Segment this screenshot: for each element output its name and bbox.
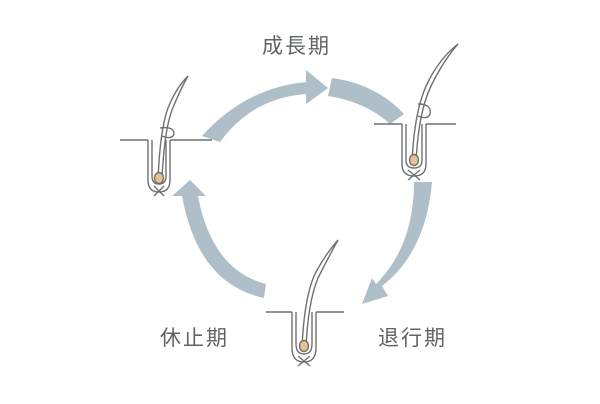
- cycle-arrow-icon: [202, 70, 328, 142]
- cycle-arrow-icon: [172, 180, 266, 298]
- cycle-arrow-icon: [328, 78, 404, 124]
- hair-follicle-icon: [120, 75, 212, 197]
- cycle-arrow-icon: [362, 182, 432, 304]
- phase-label-telogen: 休止期: [160, 326, 229, 350]
- phase-label-catagen: 退行期: [378, 326, 447, 350]
- hair-follicle-icon: [374, 43, 459, 181]
- phase-label-growth: 成長期: [262, 34, 331, 58]
- hair-follicle-icon: [266, 239, 344, 367]
